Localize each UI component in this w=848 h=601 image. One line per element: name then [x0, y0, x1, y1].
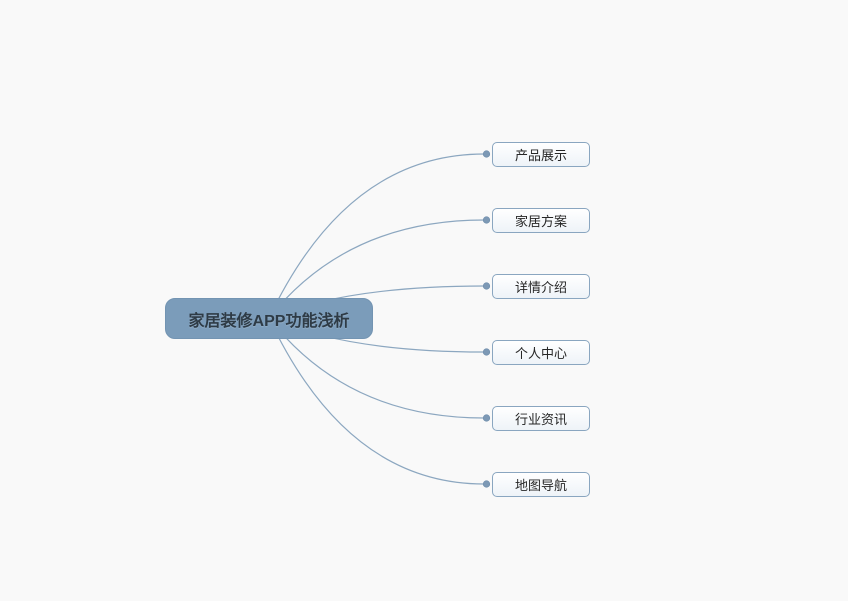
connector-line-product-display	[268, 153, 485, 319]
branch-node-detail-intro[interactable]: 详情介绍	[492, 274, 590, 299]
connector-dot	[482, 282, 491, 290]
connector-line-home-plan	[268, 219, 485, 319]
branch-node-home-plan[interactable]: 家居方案	[492, 208, 590, 233]
connector-dot	[482, 348, 491, 356]
branch-node-industry-news[interactable]: 行业资讯	[492, 406, 590, 431]
branch-node-map-navigation[interactable]: 地图导航	[492, 472, 590, 497]
root-node[interactable]: 家居装修APP功能浅析	[165, 298, 373, 339]
connector-dot	[482, 216, 491, 224]
connector-line-industry-news	[268, 317, 485, 419]
branch-node-personal-center[interactable]: 个人中心	[492, 340, 590, 365]
connector-dot	[482, 480, 491, 488]
connector-dot	[482, 150, 491, 158]
branch-node-product-display[interactable]: 产品展示	[492, 142, 590, 167]
connector-line-map-navigation	[268, 317, 485, 485]
connector-dot	[482, 414, 491, 422]
